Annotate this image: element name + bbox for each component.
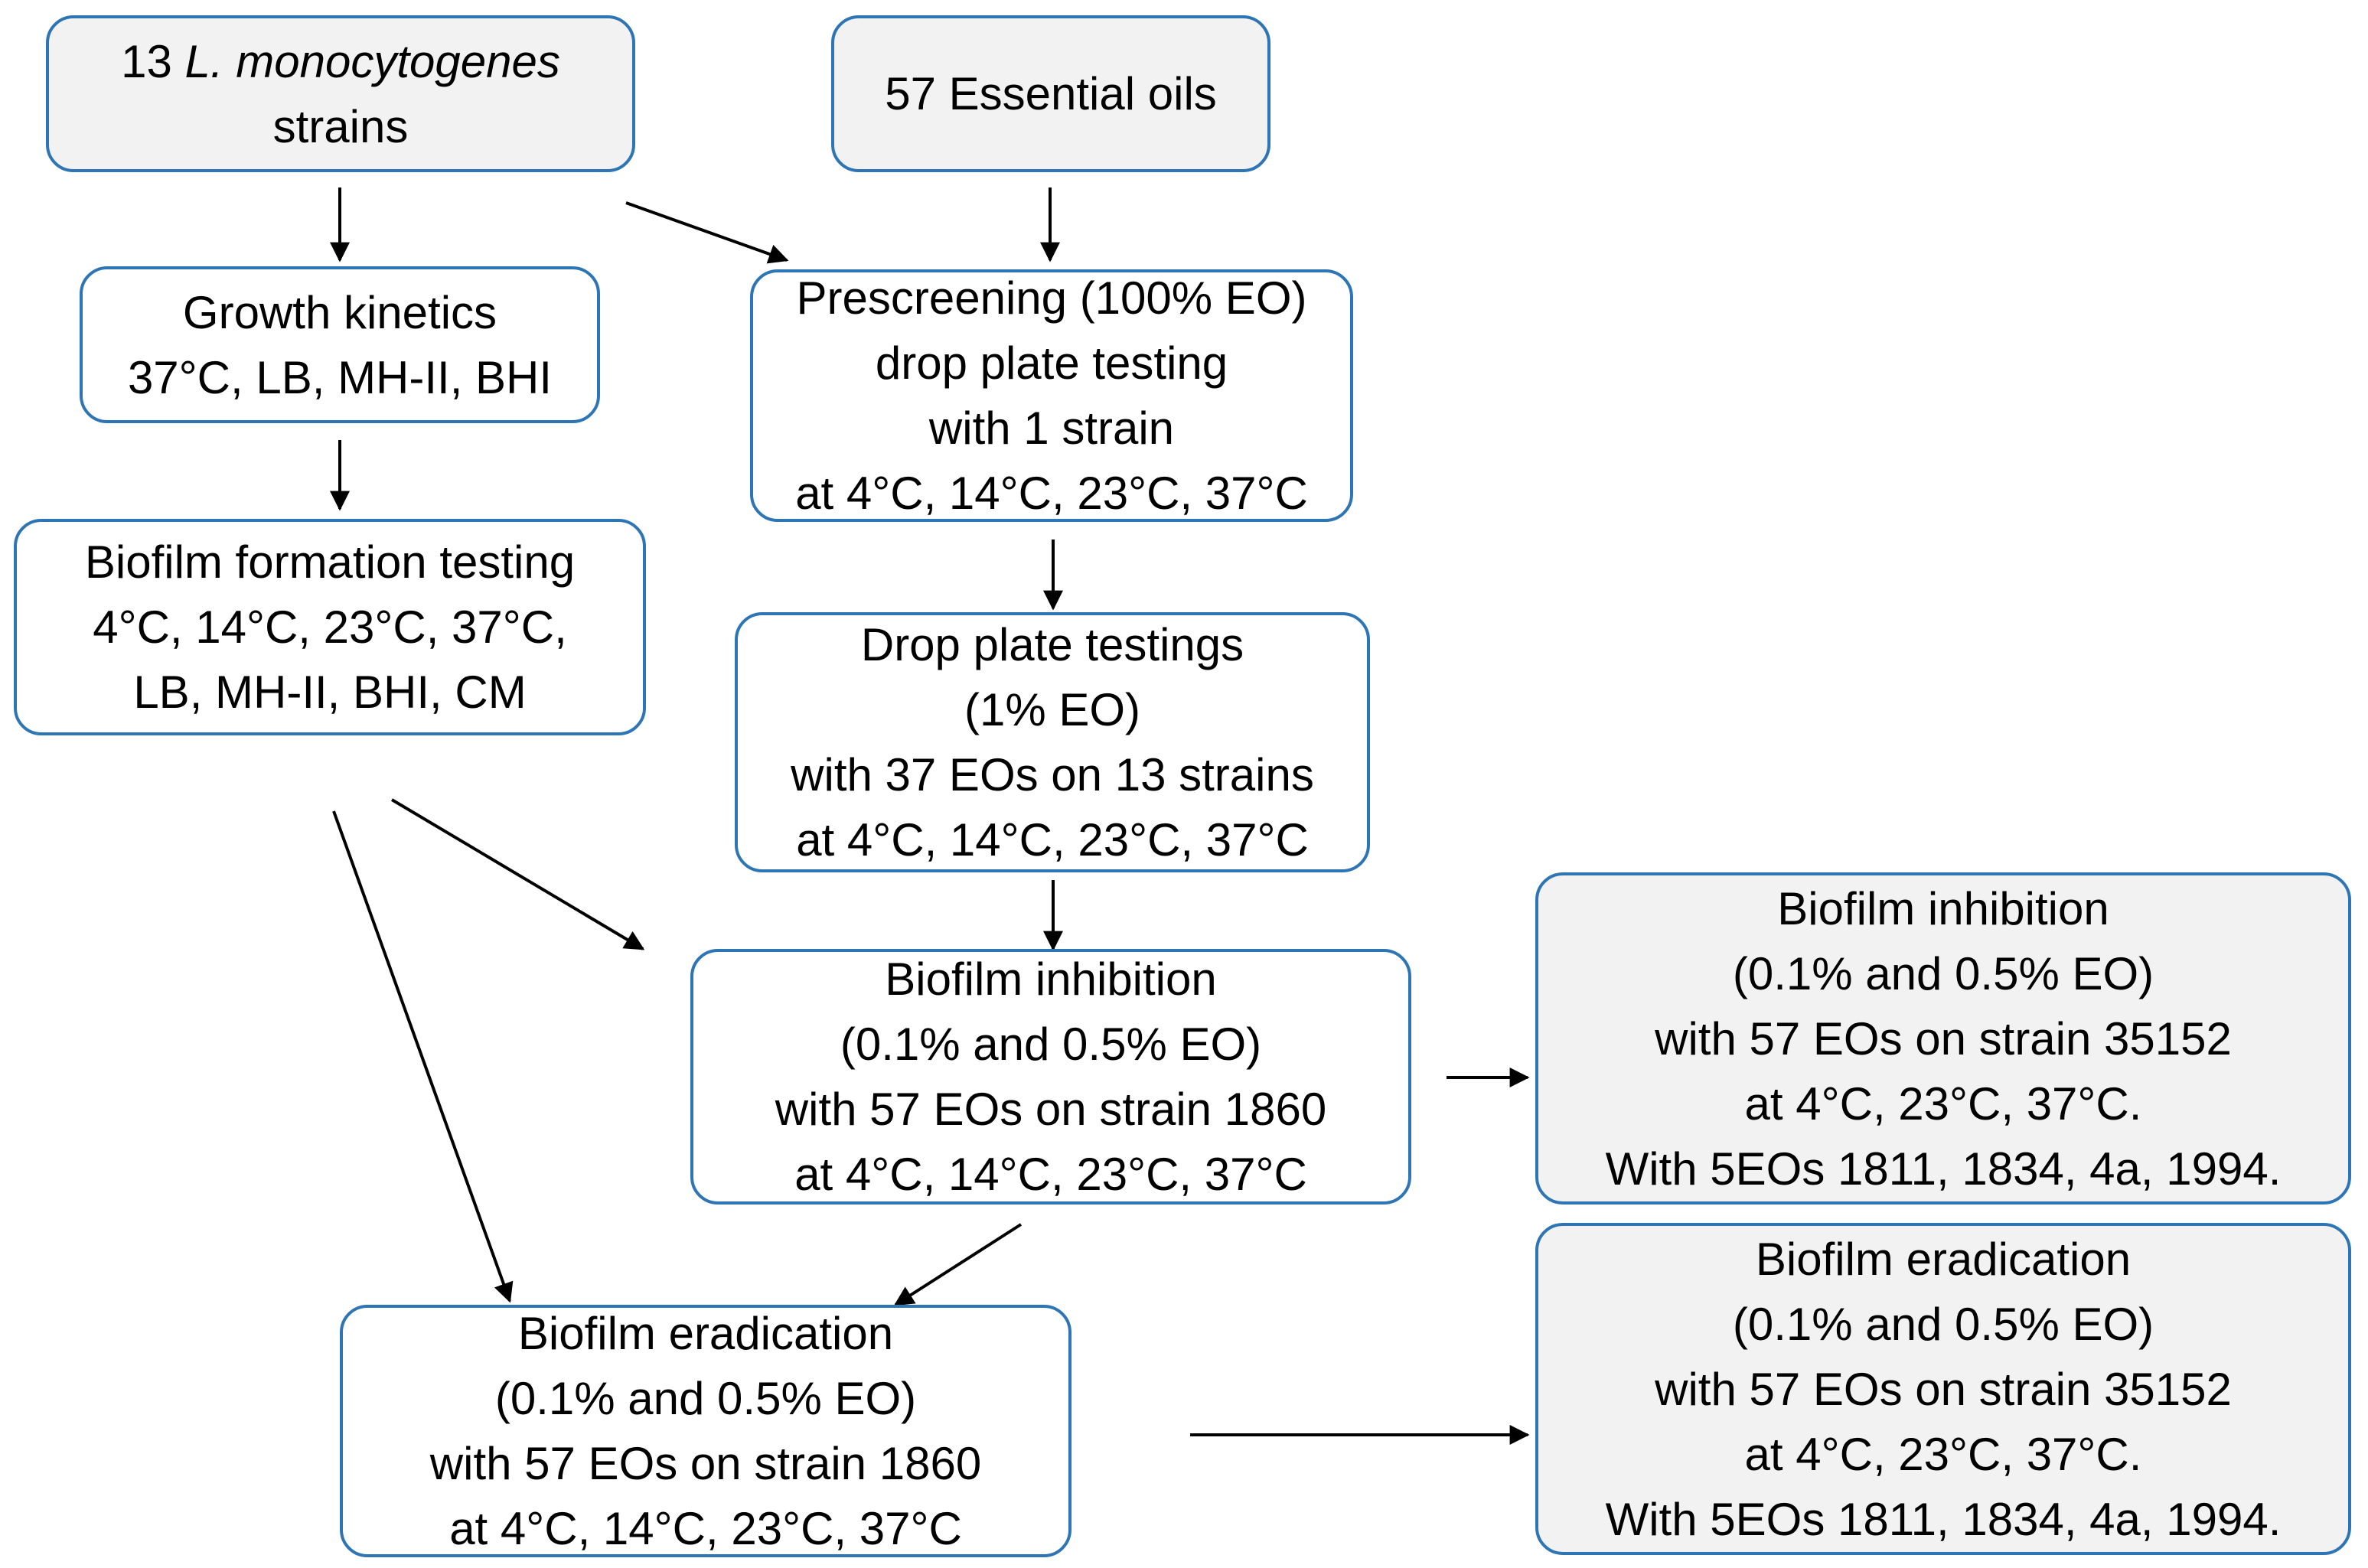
node-inhibition-35152-line: With 5EOs 1811, 1834, 4a, 1994. [1605, 1143, 2282, 1195]
node-eradication-35152-line: (0.1% and 0.5% EO) [1732, 1298, 2154, 1350]
arrow-inhibition-to-eradication [893, 1223, 1023, 1306]
node-prescreening: Prescreening (100% EO) drop plate testin… [750, 269, 1353, 522]
node-drop-plate-line: Drop plate testings [860, 619, 1244, 670]
node-oils-line: 57 Essential oils [885, 68, 1217, 119]
node-strains-line: strains [272, 100, 409, 152]
node-biofilm-formation-line: LB, MH-II, BHI, CM [133, 667, 527, 718]
node-drop-plate-line: with 37 EOs on 13 strains [791, 749, 1314, 800]
node-biofilm-formation-line: Biofilm formation testing [84, 536, 576, 588]
node-eradication-35152: Biofilm eradication (0.1% and 0.5% EO) w… [1535, 1223, 2351, 1555]
arrow-biofilm-formation-to-inhibition [390, 798, 645, 950]
node-eradication-1860: Biofilm eradication (0.1% and 0.5% EO) w… [340, 1305, 1071, 1557]
node-inhibition-35152-line: with 57 EOs on strain 35152 [1655, 1012, 2232, 1064]
arrow-biofilm-formation-to-eradication [332, 810, 514, 1303]
node-inhibition-1860-line: with 57 EOs on strain 1860 [775, 1084, 1327, 1135]
node-biofilm-formation: Biofilm formation testing 4°C, 14°C, 23°… [14, 519, 646, 735]
node-inhibition-35152-line: (0.1% and 0.5% EO) [1732, 947, 2154, 999]
arrow-strains-to-prescreen [625, 201, 789, 264]
node-biofilm-formation-line: 4°C, 14°C, 23°C, 37°C, [93, 601, 567, 653]
node-eradication-1860-line: Biofilm eradication [517, 1308, 894, 1359]
node-eradication-35152-line: with 57 EOs on strain 35152 [1655, 1363, 2232, 1415]
node-inhibition-1860: Biofilm inhibition (0.1% and 0.5% EO) wi… [690, 949, 1411, 1205]
node-inhibition-1860-line: (0.1% and 0.5% EO) [840, 1019, 1262, 1070]
node-drop-plate-line: (1% EO) [964, 684, 1141, 735]
node-growth-line: 37°C, LB, MH-II, BHI [127, 351, 553, 403]
node-eradication-35152-line: at 4°C, 23°C, 37°C. [1744, 1428, 2142, 1480]
node-prescreen-line: drop plate testing [875, 337, 1228, 389]
node-growth-line: Growth kinetics [182, 286, 497, 338]
node-prescreen-line: Prescreening (100% EO) [796, 272, 1307, 324]
node-inhibition-1860-line: at 4°C, 14°C, 23°C, 37°C [794, 1149, 1307, 1200]
node-strains-count: 13 [121, 35, 172, 87]
node-eradication-1860-line: at 4°C, 14°C, 23°C, 37°C [449, 1503, 962, 1554]
node-eradication-35152-line: Biofilm eradication [1755, 1233, 2132, 1285]
node-strains: 13 L. monocytogenes strains [46, 15, 635, 172]
node-inhibition-35152-line: Biofilm inhibition [1777, 882, 2109, 934]
node-growth-kinetics: Growth kinetics 37°C, LB, MH-II, BHI [80, 266, 600, 423]
node-prescreen-line: at 4°C, 14°C, 23°C, 37°C [795, 468, 1308, 519]
node-eradication-1860-line: with 57 EOs on strain 1860 [429, 1438, 982, 1489]
node-oils: 57 Essential oils [831, 15, 1270, 172]
node-inhibition-35152-line: at 4°C, 23°C, 37°C. [1744, 1077, 2142, 1130]
node-prescreen-line: with 1 strain [928, 403, 1175, 454]
node-drop-plate-testings: Drop plate testings (1% EO) with 37 EOs … [735, 612, 1370, 872]
node-inhibition-1860-line: Biofilm inhibition [885, 954, 1217, 1005]
node-strains-species: L. monocytogenes [184, 35, 560, 87]
node-eradication-35152-line: With 5EOs 1811, 1834, 4a, 1994. [1605, 1493, 2282, 1545]
node-eradication-1860-line: (0.1% and 0.5% EO) [494, 1373, 917, 1424]
node-inhibition-35152: Biofilm inhibition (0.1% and 0.5% EO) wi… [1535, 872, 2351, 1205]
node-drop-plate-line: at 4°C, 14°C, 23°C, 37°C [796, 814, 1309, 865]
